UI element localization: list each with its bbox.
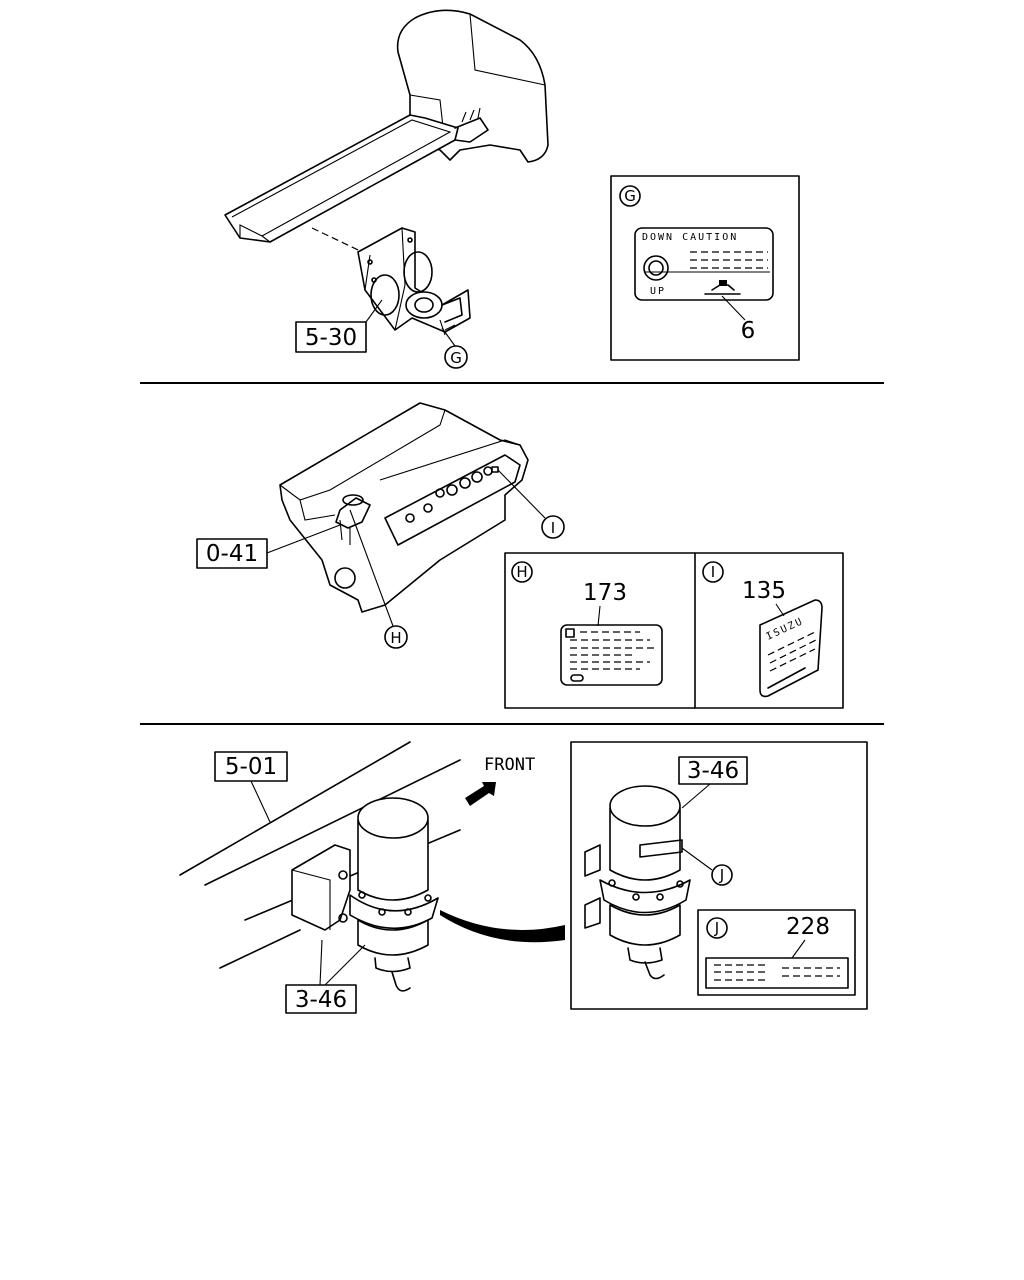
callout-h-circle xyxy=(384,625,408,649)
callout-h: H xyxy=(390,629,401,647)
ref-box-3-46 xyxy=(285,984,357,1014)
detail-j-letter: J xyxy=(714,919,719,937)
detail-h-part-no: 173 xyxy=(583,580,627,606)
front-label: FRONT xyxy=(484,755,535,775)
caution-decal xyxy=(634,227,774,301)
callout-i-circle xyxy=(541,515,565,539)
frame-line-top xyxy=(179,741,411,876)
section-1: 5-30 G G DOWN CAUTION UP 6 xyxy=(224,9,800,369)
detail-hi-panel xyxy=(504,552,844,709)
ref-box-5-30 xyxy=(295,321,367,353)
ref-label-0-41: 0-41 xyxy=(206,541,258,567)
detail-unit-panel xyxy=(570,741,868,1010)
label-135 xyxy=(759,599,823,698)
ref-label-5-30: 5-30 xyxy=(305,325,357,351)
engine-illustration xyxy=(279,402,529,613)
detail-h: H 173 xyxy=(511,561,663,686)
ref-label-3-46: 3-46 xyxy=(295,987,347,1013)
decal-down-caution: DOWN CAUTION xyxy=(642,232,738,243)
callout-j-circle xyxy=(711,864,733,886)
detail-j-part-no: 228 xyxy=(786,914,830,940)
callout-j: J xyxy=(719,866,724,884)
section-2: 0-41 H I H 173 I 135 IS xyxy=(196,402,844,709)
detail-i-part-no: 135 xyxy=(742,578,786,604)
callout-i: I xyxy=(551,519,555,537)
section-3: 5-01 FRONT 3-46 3-4 xyxy=(179,741,868,1014)
unit-illustration xyxy=(291,797,439,992)
detail-unit-illustration xyxy=(584,785,691,980)
detail-i: I 135 ISUZU xyxy=(702,561,823,698)
detail-g-panel: G DOWN CAUTION UP 6 xyxy=(610,175,800,361)
decal-up: UP xyxy=(650,286,666,297)
label-173 xyxy=(560,624,663,686)
detail-j-panel: J 228 xyxy=(697,909,856,996)
frame-rail xyxy=(224,114,459,243)
cab-tilt-bracket xyxy=(357,227,471,336)
detail-pointer-arrow xyxy=(440,910,565,943)
ref-label-5-01: 5-01 xyxy=(225,754,277,780)
ref-box-0-41 xyxy=(196,538,268,569)
callout-g-circle xyxy=(444,345,468,369)
callout-g: G xyxy=(450,349,462,367)
detail-g-letter: G xyxy=(624,187,636,205)
detail-ref-label-3-46: 3-46 xyxy=(687,758,739,784)
cab-illustration xyxy=(396,9,549,163)
front-arrow-icon xyxy=(465,782,496,806)
detail-ref-box-3-46 xyxy=(678,756,748,785)
detail-g-part-no: 6 xyxy=(741,318,756,344)
detail-h-letter: H xyxy=(516,563,527,581)
detail-i-letter: I xyxy=(711,563,715,581)
label-228 xyxy=(705,957,849,989)
